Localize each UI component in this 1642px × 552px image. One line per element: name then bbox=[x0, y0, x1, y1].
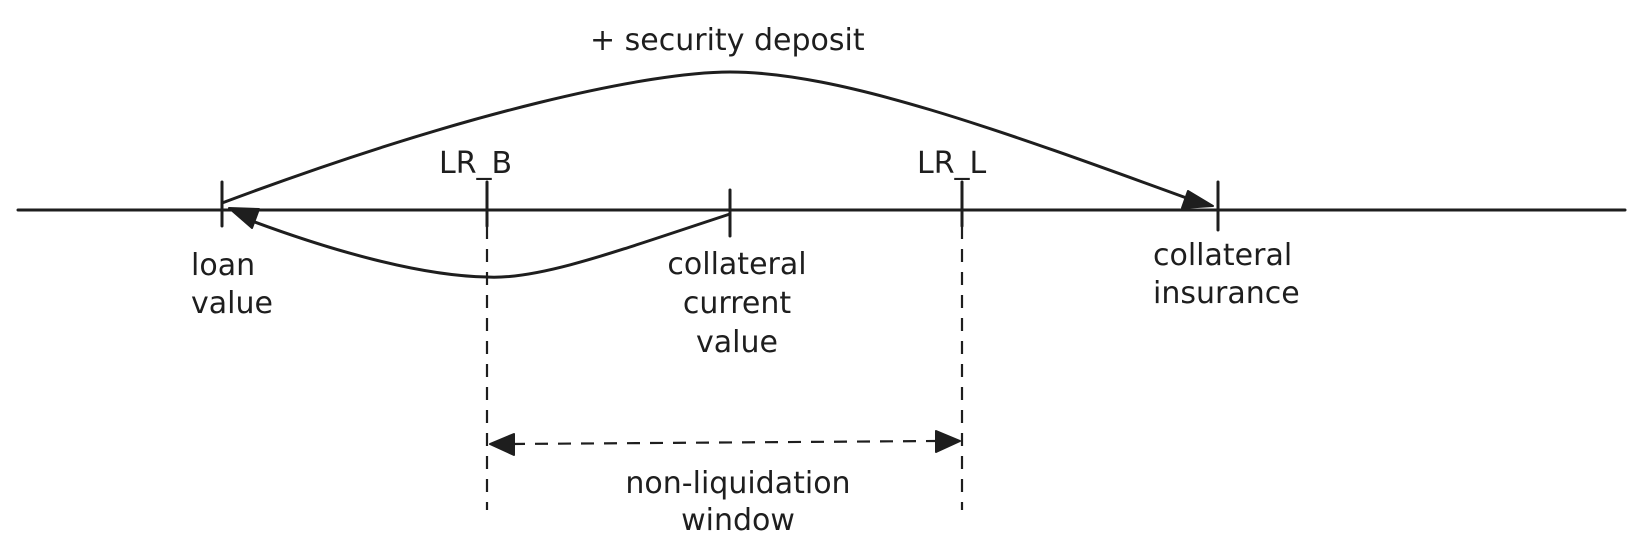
non-liquidation-window-label-line-1: non-liquidation bbox=[625, 466, 850, 501]
collateral-current-value-label-line-1: collateral bbox=[667, 247, 806, 282]
window-left-arrowhead bbox=[489, 433, 515, 456]
collateral-current-value-label-line-3: value bbox=[696, 325, 778, 360]
loan-value-label-line-1: loan bbox=[191, 248, 255, 283]
collateral-to-loan-arc bbox=[250, 212, 732, 279]
lr-b-label: LR_B bbox=[439, 146, 512, 181]
collateral-insurance-label-line-1: collateral bbox=[1153, 238, 1292, 273]
collateral-insurance-label-line-2: insurance bbox=[1153, 276, 1300, 311]
non-liquidation-window-arrow bbox=[511, 439, 937, 446]
security-deposit-arc bbox=[220, 70, 1194, 205]
non-liquidation-window-label-line-2: window bbox=[681, 503, 795, 538]
window-right-arrowhead bbox=[935, 430, 961, 453]
collateral-current-value-label-line-2: current bbox=[683, 286, 791, 321]
security-deposit-arrowhead bbox=[1181, 190, 1214, 209]
security-deposit-label: + security deposit bbox=[590, 23, 865, 58]
loan-value-label-line-2: value bbox=[191, 286, 273, 321]
lr-l-label: LR_L bbox=[917, 146, 987, 181]
collateral-to-loan-arrowhead bbox=[228, 207, 260, 229]
